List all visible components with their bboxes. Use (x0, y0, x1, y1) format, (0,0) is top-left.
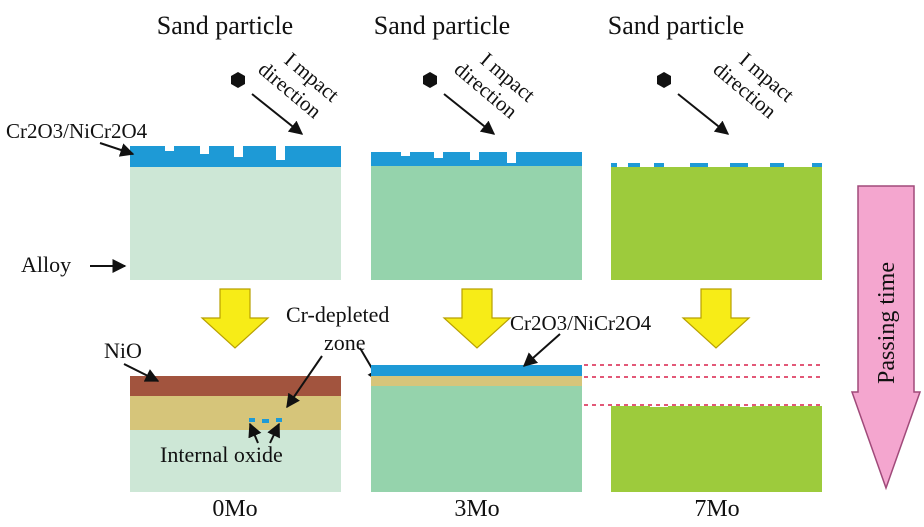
oxide-scale (371, 152, 582, 166)
label-arrow (248, 422, 262, 444)
block-0mo-top (130, 146, 341, 280)
impact-arrow (251, 93, 304, 135)
label-arrow (99, 142, 135, 157)
label-arrow (267, 422, 280, 444)
block-3mo-top (371, 152, 582, 280)
oxide-scale (371, 365, 582, 376)
internal-oxide-particle (249, 418, 255, 422)
stage-label-0mo: 0Mo (212, 496, 257, 522)
block-3mo-bottom (371, 365, 582, 492)
impact-arrow (443, 93, 496, 135)
oxide-label-bottom: Cr2O3/NiCr2O4 (510, 311, 652, 335)
block-7mo-top (611, 163, 822, 280)
yellow-down-arrow-icon (442, 288, 512, 349)
yellow-down-arrow-icon (681, 288, 751, 349)
label-arrow (123, 363, 160, 382)
sand-particle-label-0mo: Sand particle (157, 11, 293, 40)
hexagon-icon (423, 72, 437, 88)
stage-label-3mo: 3Mo (454, 496, 499, 522)
alloy-layer (371, 386, 582, 492)
internal-oxide-particle (276, 418, 282, 422)
sand-particle-label-3mo: Sand particle (374, 11, 510, 40)
block-7mo-bottom (611, 405, 822, 492)
pink-down-arrow-icon (850, 185, 922, 491)
sand-particle-label-7mo: Sand particle (608, 11, 744, 40)
internal-oxide-label: Internal oxide (160, 442, 283, 467)
label-arrow (522, 333, 561, 367)
nio-label: NiO (104, 338, 142, 363)
cr-depleted-label-line1: Cr-depleted (286, 302, 389, 327)
alloy-layer (611, 406, 822, 492)
stage-label-7mo: 7Mo (694, 496, 739, 522)
block-0mo-bottom (130, 376, 341, 492)
nio-layer (130, 376, 341, 396)
oxide-scale (130, 146, 341, 167)
passing-time-label: Passing time (874, 262, 900, 384)
impact-arrow (677, 93, 730, 135)
alloy-label: Alloy (21, 252, 71, 277)
internal-oxide-particle (262, 419, 269, 423)
hexagon-icon (657, 72, 671, 88)
cr-depleted-layer (371, 376, 582, 386)
alloy-layer (130, 430, 341, 492)
hexagon-icon (231, 72, 245, 88)
cr-depleted-label-line2: zone (324, 330, 366, 355)
oxide-label-top: Cr2O3/NiCr2O4 (6, 119, 148, 143)
cr-depleted-layer (130, 396, 341, 430)
label-arrow (286, 355, 323, 409)
yellow-down-arrow-icon (200, 288, 270, 349)
